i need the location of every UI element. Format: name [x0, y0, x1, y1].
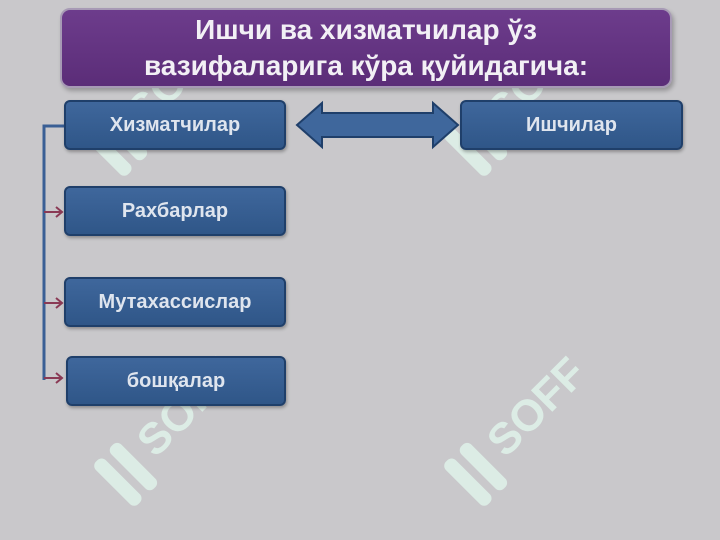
- node-label: Хизматчилар: [109, 113, 241, 136]
- node-label: бошқалар: [126, 369, 226, 392]
- node-label: Ишчилар: [526, 113, 617, 136]
- node-ishchilar: Ишчилар: [460, 100, 683, 150]
- child-arrow: [44, 372, 64, 384]
- double-arrow: [295, 100, 460, 150]
- node-rahbarlar: Рахбарлар: [64, 186, 286, 236]
- node-xizmatchilar: Хизматчилар: [64, 100, 286, 150]
- title-line-1: Ишчи ва хизматчилар ўз: [195, 14, 537, 45]
- title-box: Ишчи ва хизматчилар ўз вазифаларига кўра…: [60, 8, 672, 88]
- node-label: Рахбарлар: [121, 199, 229, 222]
- bracket-connector: [42, 124, 64, 380]
- node-label: Мутахассислар: [98, 290, 252, 313]
- node-mutaxassislar: Мутахассислар: [64, 277, 286, 327]
- title-line-2: вазифаларига кўра қуйидагича:: [143, 50, 589, 81]
- child-arrow: [44, 206, 64, 218]
- child-arrow: [44, 297, 64, 309]
- node-boshqalar: бошқалар: [66, 356, 286, 406]
